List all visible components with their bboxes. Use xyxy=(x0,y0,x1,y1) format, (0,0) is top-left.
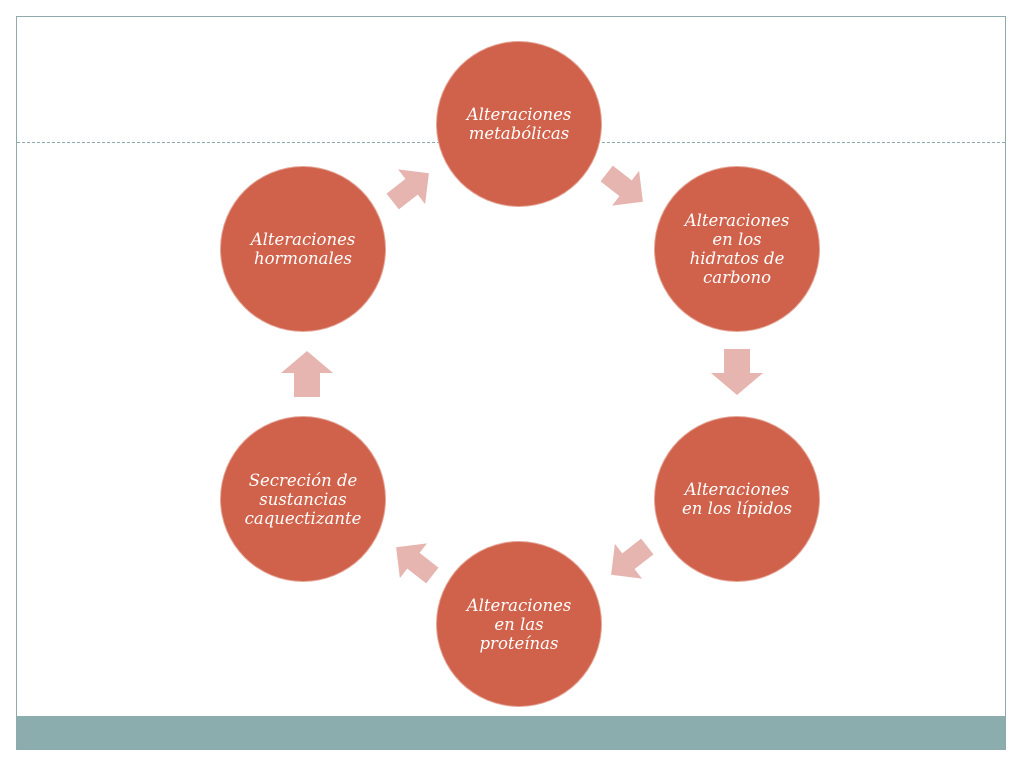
node-alteraciones-hormonales: Alteraciones hormonales xyxy=(221,167,385,331)
arrow-metabolicas-to-hidratos xyxy=(600,165,643,206)
node-alteraciones-proteinas: Alteraciones en las proteínas xyxy=(437,542,601,706)
arrow-hidratos-to-lipidos xyxy=(711,349,763,395)
node-label: Alteraciones metabólicas xyxy=(466,105,572,143)
arrow-proteinas-to-secrecion xyxy=(396,543,439,584)
arrow-lipidos-to-proteinas xyxy=(611,538,654,579)
node-alteraciones-hidratos-de-carbono: Alteraciones en los hidratos de carbono xyxy=(655,167,819,331)
node-label: Alteraciones en los lípidos xyxy=(682,480,792,518)
arrow-hormonales-to-metabolicas xyxy=(386,169,429,210)
arrow-secrecion-to-hormonales xyxy=(281,351,333,397)
node-label: Alteraciones hormonales xyxy=(250,230,356,268)
node-alteraciones-metabolicas: Alteraciones metabólicas xyxy=(437,42,601,206)
footer-bar xyxy=(17,716,1005,749)
node-alteraciones-lipidos: Alteraciones en los lípidos xyxy=(655,417,819,581)
node-label: Alteraciones en los hidratos de carbono xyxy=(684,211,790,287)
node-label: Secreción de sustancias caquectizante xyxy=(244,470,362,528)
node-secrecion-sustancias-caquectizante: Secreción de sustancias caquectizante xyxy=(221,417,385,581)
node-label: Alteraciones en las proteínas xyxy=(466,595,572,653)
